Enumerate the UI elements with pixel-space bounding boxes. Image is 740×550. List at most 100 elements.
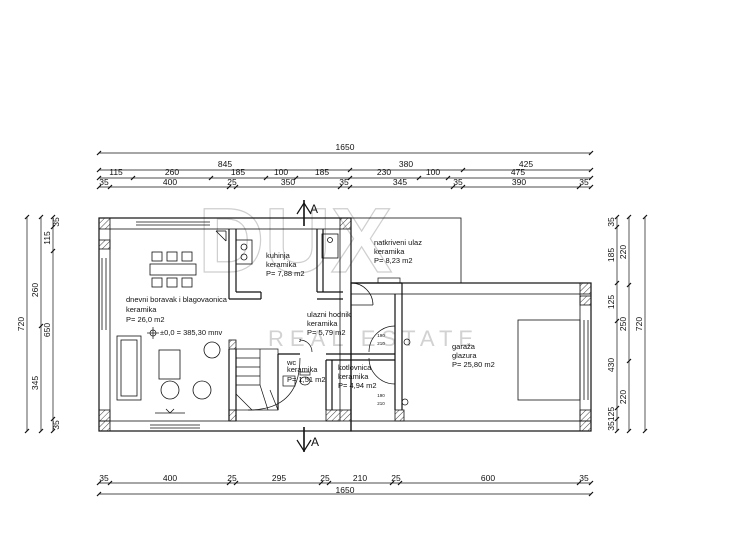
room-boiler: kotlovnica keramika P= 4,94 m2 [338,363,377,390]
section-marker-top: A [296,200,318,226]
room-kitchen: kuhinja keramika P= 7,88 m2 [266,251,305,278]
dim-label: 35 [606,217,616,227]
dim-label: 210 [353,473,367,483]
dim-label: 260 [165,167,179,177]
dim-label: 115 [42,231,52,245]
room-name: garaža [452,342,476,351]
room-finish: glazura [452,351,477,360]
dim-label: 430 [606,358,616,372]
dim-label: 100 [426,167,440,177]
door-tag: 190 [377,333,385,338]
dimensions-left [24,214,56,434]
dim-label: 650 [42,323,52,337]
dim-label: 720 [16,317,26,331]
dim-ticks-top [96,150,594,190]
dim-label: 185 [606,248,616,262]
door-swing [368,325,396,353]
room-finish: keramika [374,247,405,256]
section-label: A [310,202,318,216]
door-tag: 210 [377,341,385,346]
dim-label: 125 [606,295,616,309]
dim-label: 35 [606,421,616,431]
dim-total-bottom: 1650 [336,485,355,495]
room-area: P= 5,79 m2 [307,328,346,337]
watermark: DUX REAL ESTATE [197,189,473,351]
dimension-labels-bottom: 35 400 25 295 25 210 25 600 35 1650 [99,473,589,495]
dim-label: 115 [109,167,123,177]
room-finish: keramika [126,305,157,314]
pouf [192,380,212,400]
dim-label: 720 [634,317,644,331]
garage-car [517,319,581,401]
dim-label: 250 [618,317,628,331]
dim-label: 345 [30,376,40,390]
level-label: ±0,0 = 385,30 mnv [160,328,223,337]
dimensions-top [96,150,594,190]
room-covered-entrance: natkriveni ulaz keramika P= 8,23 m2 [374,238,422,265]
watermark-logo: DUX [198,190,392,292]
house-inner-outline [109,228,341,422]
dim-label: 425 [519,159,533,169]
dimension-labels-top: 1650 845 380 425 115 260 185 100 185 230… [99,142,589,187]
room-hallway: ulazni hodnik keramika P= 5,79 m2 [307,310,351,337]
doors [350,277,411,406]
dim-label: 400 [163,177,177,187]
living-furniture [116,335,221,414]
dim-label: 35 [99,177,109,187]
wc-fixtures [282,339,313,387]
section-label: A [311,435,319,449]
dim-ticks-right [614,214,648,434]
dim-label: 25 [391,473,401,483]
door-tags: 190 210 190 210 2 [299,333,386,406]
door-tag: 190 [377,393,385,398]
room-name: kotlovnica [338,363,372,372]
dim-label: 100 [274,167,288,177]
dim-label: 35 [453,177,463,187]
dim-label: 400 [163,473,177,483]
room-finish: keramika [287,365,318,374]
dim-label: 35 [51,217,61,227]
room-area: P= 26,0 m2 [126,315,165,324]
room-name: natkriveni ulaz [374,238,422,247]
dim-label: 25 [227,177,237,187]
door-handle [401,398,409,406]
level-marker: ±0,0 = 385,30 mnv [147,327,223,339]
dim-label: 25 [320,473,330,483]
sofa [116,335,142,401]
staircase [235,348,301,411]
dim-label: 25 [227,473,237,483]
dim-label: 845 [218,159,232,169]
room-area: P= 25,80 m2 [452,360,495,369]
door-swing [368,357,396,385]
room-area: P= 8,23 m2 [374,256,413,265]
room-wc: wc keramika P= 1,51 m2 [286,358,326,384]
dim-label: 35 [339,177,349,187]
room-name: kuhinja [266,251,291,260]
room-finish: keramika [307,319,338,328]
dim-label: 35 [51,420,61,430]
room-area: P= 4,94 m2 [338,381,377,390]
table [149,263,197,276]
dim-label: 220 [618,245,628,259]
dim-label: 295 [272,473,286,483]
dining-table [149,251,197,288]
room-labels: dnevni boravak i blagovaonica keramika P… [126,238,495,390]
room-name: dnevni boravak i blagovaonica [126,295,228,304]
dim-label: 390 [512,177,526,187]
dimension-labels-right: 35 185 125 430 125 35 220 250 220 720 [606,217,644,431]
dim-label: 35 [579,177,589,187]
windows [101,221,589,429]
wall-hatching [98,217,592,432]
door-tag: 210 [377,401,385,406]
dim-label: 475 [511,167,525,177]
dim-label: 185 [315,167,329,177]
room-name: ulazni hodnik [307,310,351,319]
door-handle [403,338,411,346]
dim-label: 600 [481,473,495,483]
dim-total-top: 1650 [336,142,355,152]
entrance-step [377,277,401,284]
covered-entrance-outline [350,217,462,284]
dim-label: 230 [377,167,391,177]
pouf [160,380,180,400]
